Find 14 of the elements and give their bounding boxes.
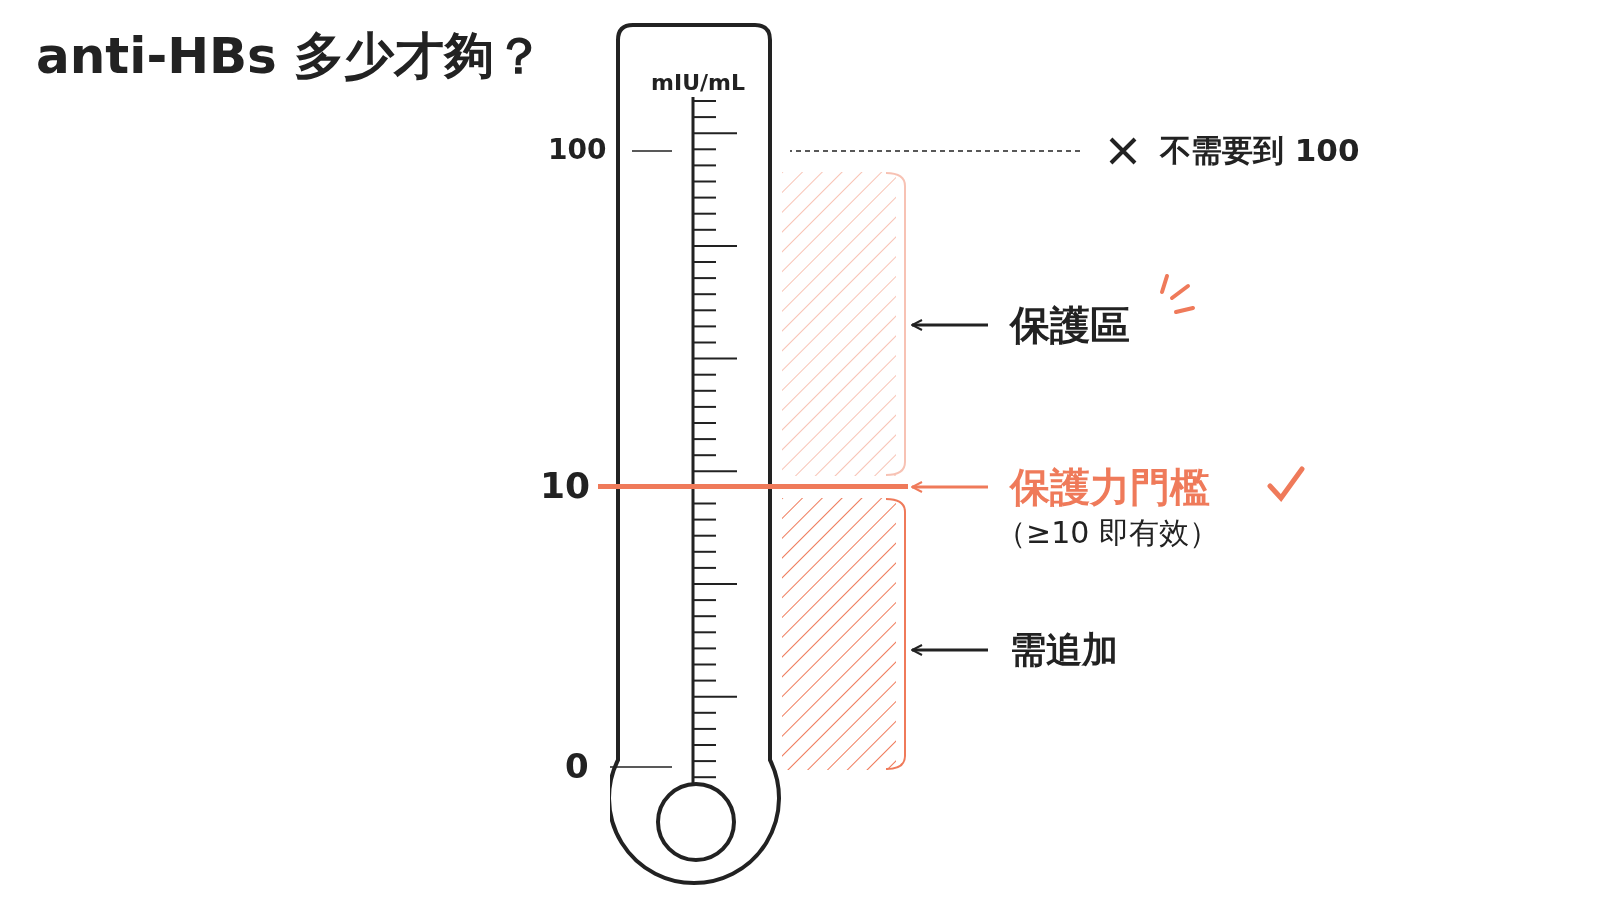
zone-label: 保護區 (1010, 302, 1130, 348)
title: anti-HBs 多少才夠？ (36, 28, 545, 86)
scale-number: 100 (548, 134, 607, 167)
arrow (911, 319, 988, 331)
note-text: （≥10 即有效） (996, 516, 1219, 551)
zone-label: 保護力門檻 (1010, 464, 1211, 510)
arrow (911, 481, 988, 493)
arrow (911, 644, 988, 656)
zone-label: 需追加 (1010, 629, 1118, 671)
leader-line (789, 150, 1081, 152)
scale-number: 0 (565, 746, 589, 786)
unit-label: mIU/mL (650, 70, 746, 96)
scale-number: 10 (540, 465, 591, 507)
note-text: 不需要到 100 (1160, 133, 1360, 169)
